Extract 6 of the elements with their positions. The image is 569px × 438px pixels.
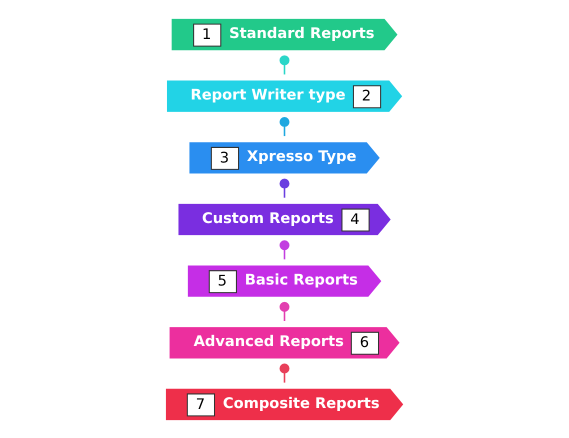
connector xyxy=(280,116,290,136)
connector xyxy=(280,54,290,74)
connector xyxy=(280,178,290,198)
connector xyxy=(280,301,290,320)
connector xyxy=(280,240,290,259)
connector xyxy=(280,363,290,382)
